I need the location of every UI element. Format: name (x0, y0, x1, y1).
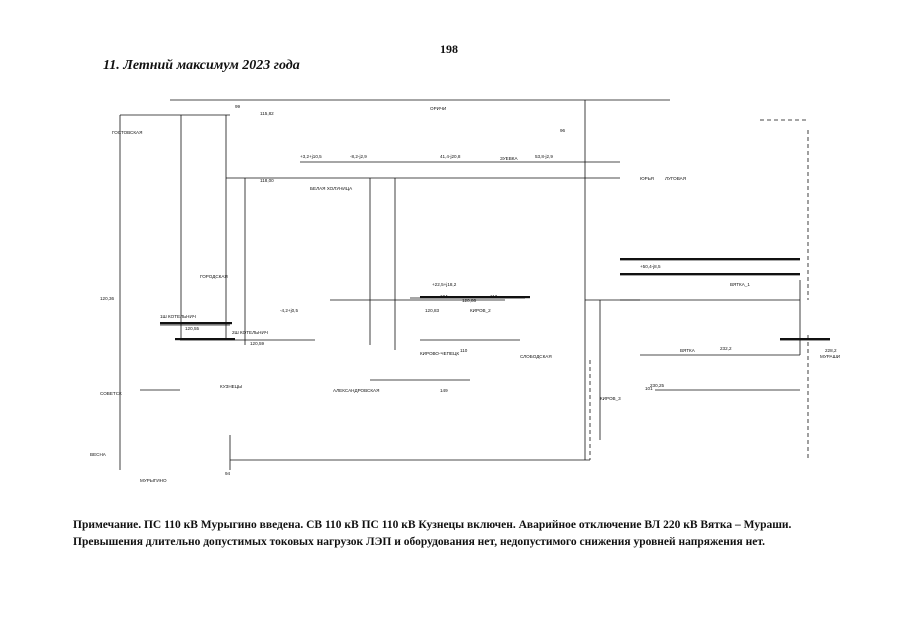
label-value-4: 120,83 (425, 308, 439, 313)
label-kotelnich-1sh: 1Ш КОТЕЛЬНИЧ (160, 314, 196, 319)
label-num-8: 149 (440, 388, 448, 393)
diagram-labels: ГОСТОВСКАЯ 1Ш КОТЕЛЬНИЧ 2Ш КОТЕЛЬНИЧ ВЯТ… (90, 104, 840, 483)
label-gorodskaya: ГОРОДСКАЯ (200, 274, 228, 279)
label-vesna: ВЕСНА (90, 452, 107, 457)
label-kirov-3: КИРОВ_3 (600, 396, 621, 401)
label-value-9: 115,82 (260, 111, 274, 116)
label-flow-7: -4,2+j0,5 (280, 308, 298, 313)
label-zuevka: ЗУЕВКА (500, 156, 518, 161)
label-num-3: 99 (235, 104, 241, 109)
label-vyatka-1: ВЯТКА_1 (730, 282, 750, 287)
label-value-8: 230,25 (650, 383, 664, 388)
label-kirov-2: КИРОВ_2 (470, 308, 491, 313)
busbar-right-top (620, 258, 800, 260)
label-gostovskaya: ГОСТОВСКАЯ (112, 130, 142, 135)
note-line-2: Превышения длительно допустимых токовых … (73, 535, 766, 548)
label-orichi: ОРИЧИ (430, 106, 446, 111)
label-value-10: 118,00 (260, 178, 274, 183)
label-lugovaya: ЛУГОВАЯ (665, 176, 686, 181)
label-slobodskaya: СЛОБОДСКАЯ (520, 354, 552, 359)
label-flow-2: -8,2-j2,9 (350, 154, 367, 159)
label-value-5: 120,86 (462, 298, 476, 303)
label-num-2: 96 (560, 128, 566, 133)
label-flow-1: +3,2+j10,5 (300, 154, 322, 159)
label-aleksandrovskaya: АЛЕКСАНДРОВСКАЯ (333, 388, 379, 393)
label-yurya: ЮРЬЯ (640, 176, 654, 181)
note-paragraph: Примечание. ПС 110 кВ Мурыгино введена. … (73, 517, 863, 550)
label-num-6: 110 (460, 348, 468, 353)
label-kirovo-chepetsk: КИРОВО-ЧЕПЕЦК (420, 351, 459, 356)
label-value-1: 120,36 (100, 296, 114, 301)
label-murashi: МУРАШИ (820, 354, 840, 359)
busbar-center (420, 296, 530, 299)
label-num-4: 101 (645, 386, 653, 391)
label-value-3: 120,59 (250, 341, 264, 346)
busbar-2sh (175, 338, 235, 341)
label-flow-4: 53,8-j2,9 (535, 154, 553, 159)
label-value-6: 228,2 (825, 348, 837, 353)
label-sovetsk: СОВЕТСК (100, 391, 122, 396)
label-belaya-holunitsa: БЕЛАЯ ХОЛУНИЦА (310, 186, 353, 191)
label-flow-6: +22,5+j18,2 (432, 282, 457, 287)
busbar-1sh (160, 322, 232, 325)
label-kotelnich-2sh: 2Ш КОТЕЛЬНИЧ (232, 330, 268, 335)
busbar-right-low (780, 338, 830, 341)
page-number: 198 (440, 42, 458, 56)
label-flow-3: 41,4-j20,8 (440, 154, 461, 159)
label-murygino: МУРЫГИНО (140, 478, 167, 483)
label-num-5: 104 (440, 294, 448, 299)
busbar-right-mid (620, 273, 800, 275)
label-flow-5: +50,4-j8,5 (640, 264, 661, 269)
label-value-7: 232,2 (720, 346, 732, 351)
note-line-1: Примечание. ПС 110 кВ Мурыгино введена. … (73, 519, 792, 531)
page-title: 11. Летний максимум 2023 года (103, 58, 300, 73)
label-num-1: 94 (225, 471, 231, 476)
label-value-2: 120,55 (185, 326, 199, 331)
label-kuznetsy: КУЗНЕЦЫ (220, 384, 242, 389)
label-num-7: 112 (490, 294, 498, 299)
diagram-busbars (160, 258, 830, 341)
diagram-lines (119, 99, 830, 470)
diagram-dashed-lines (589, 119, 809, 460)
label-vyatka: ВЯТКА (680, 348, 696, 353)
